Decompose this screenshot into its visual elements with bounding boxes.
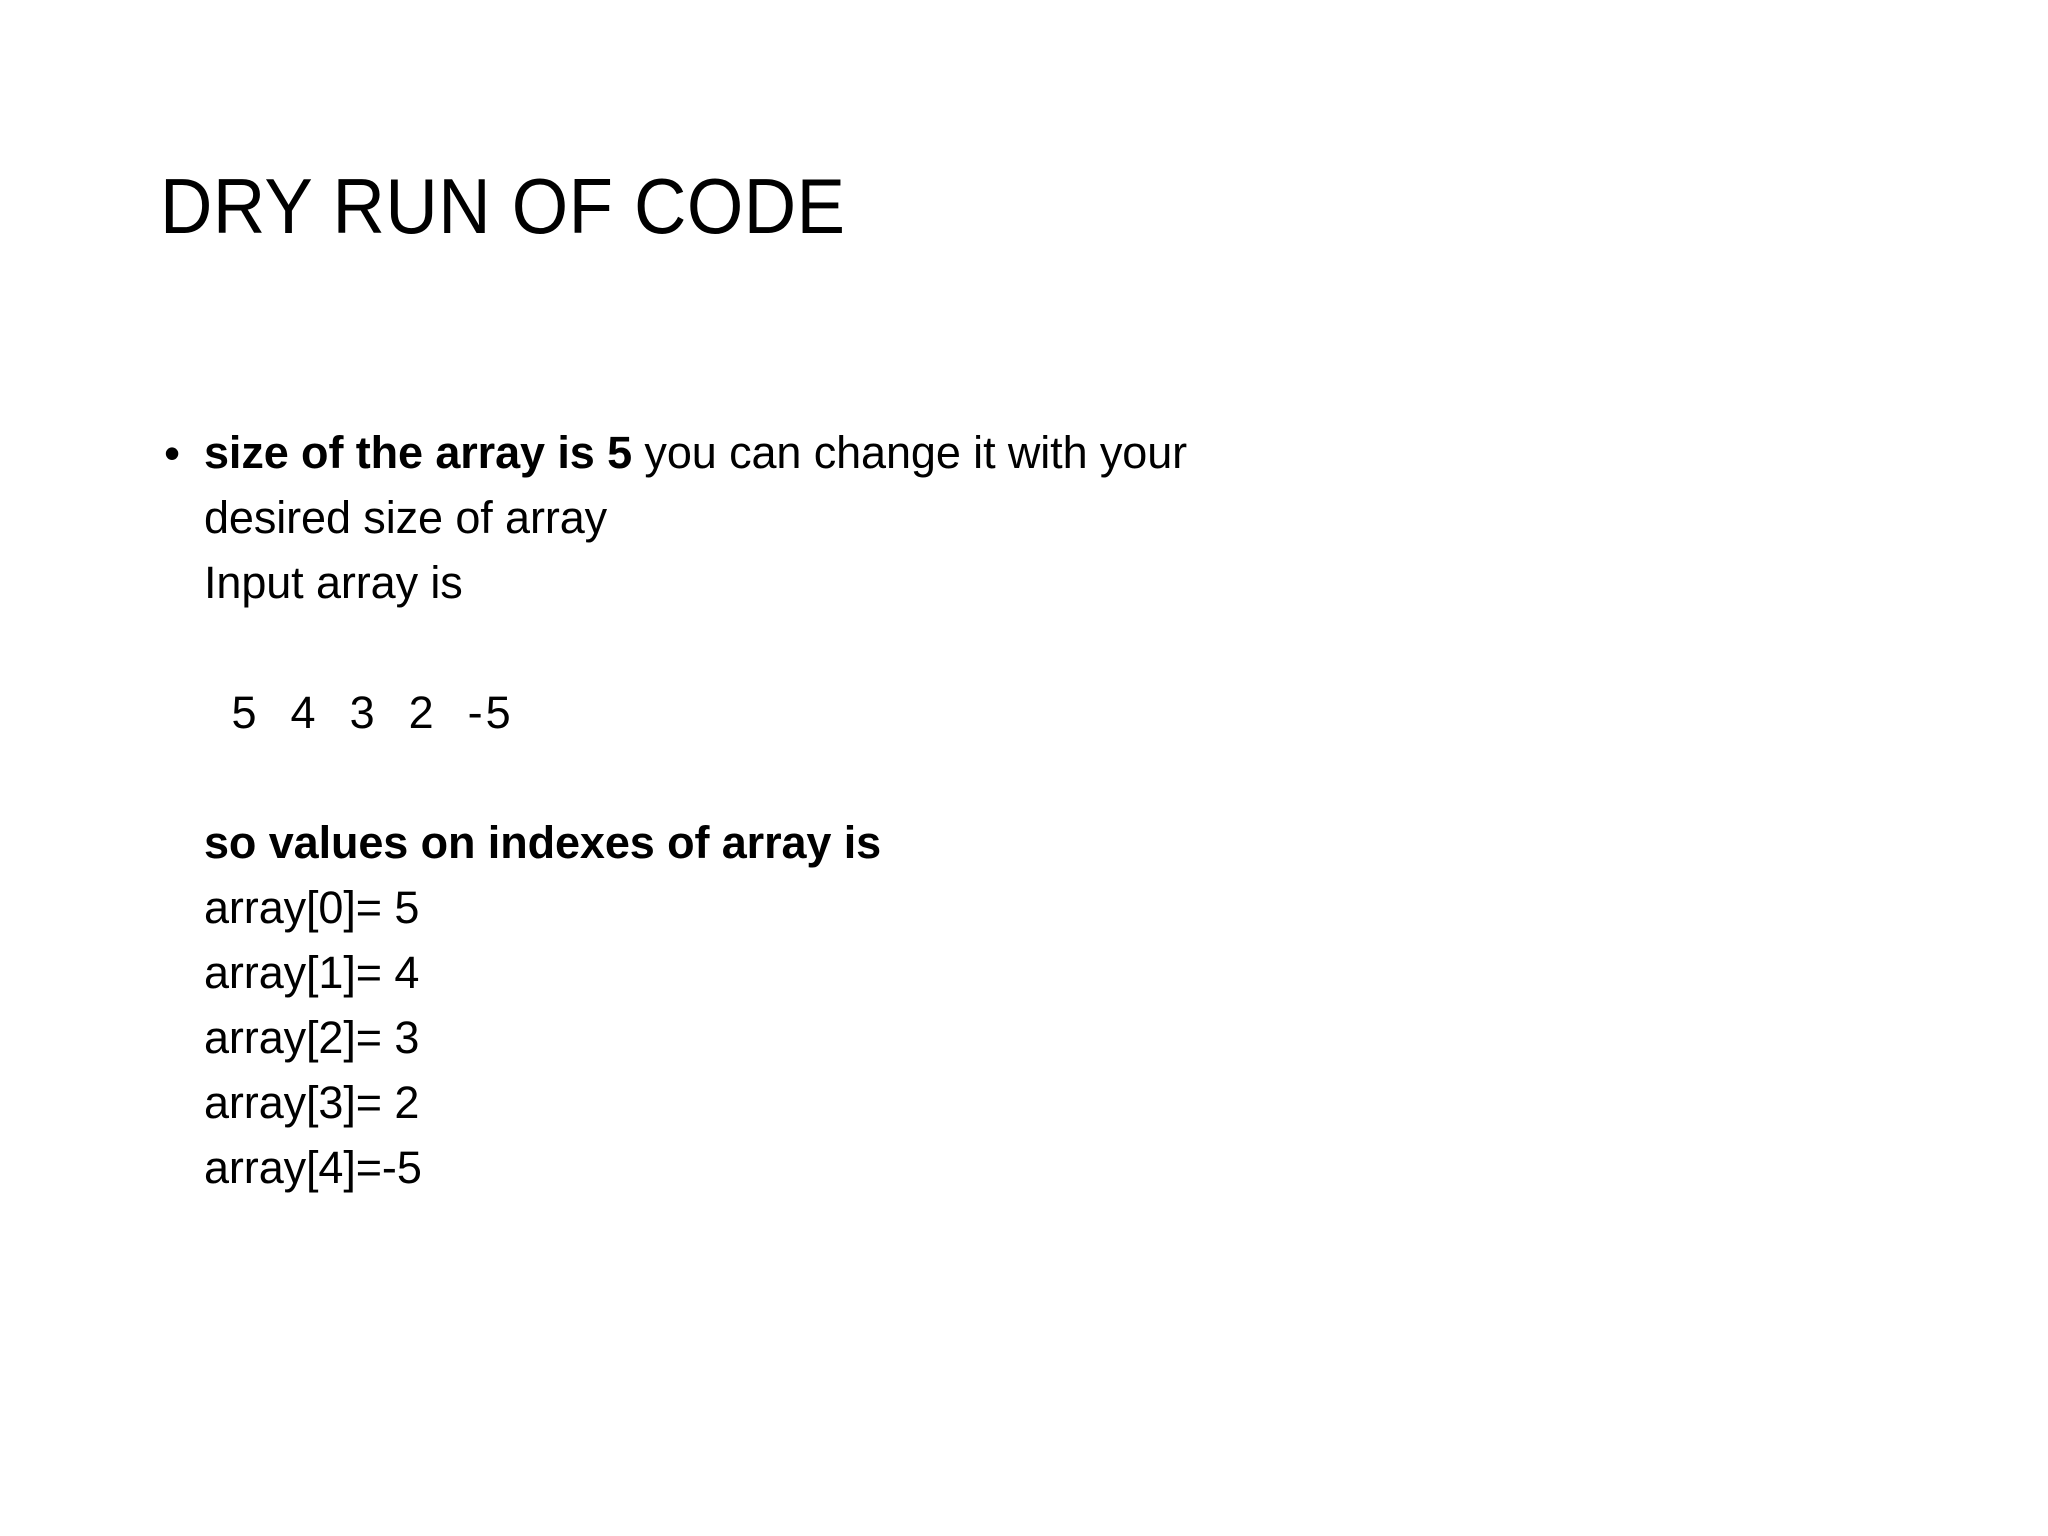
body-blank-line-2: [204, 745, 1660, 810]
body-blank-line-1: [204, 615, 1660, 680]
body-line-desired-size: desired size of array: [204, 492, 608, 543]
body-line-bullet: size of the array is 5 you can change it…: [204, 420, 1660, 485]
body-lines: size of the array is 5 you can change it…: [204, 420, 1660, 1200]
array-index-line-1: array[1]= 4: [204, 947, 420, 998]
array-index-line-0: array[0]= 5: [204, 882, 420, 933]
body-line-input-array: Input array is: [204, 557, 463, 608]
array-values-row: 5 4 3 2 -5: [216, 687, 514, 738]
section-heading-indexes: so values on indexes of array is: [204, 817, 882, 868]
bullet-list-item: • size of the array is 5 you can change …: [160, 420, 1660, 1200]
bullet-point-icon: •: [164, 427, 181, 479]
array-index-line-2: array[2]= 3: [204, 1012, 420, 1063]
array-index-line-4: array[4]=-5: [204, 1142, 422, 1193]
bullet-regular-text: you can change it with your: [632, 427, 1188, 478]
slide-body: • size of the array is 5 you can change …: [160, 420, 1660, 1200]
bullet-bold-text: size of the array is 5: [204, 427, 633, 478]
page-title: DRY RUN OF CODE: [160, 162, 846, 250]
array-index-line-3: array[3]= 2: [204, 1077, 420, 1128]
